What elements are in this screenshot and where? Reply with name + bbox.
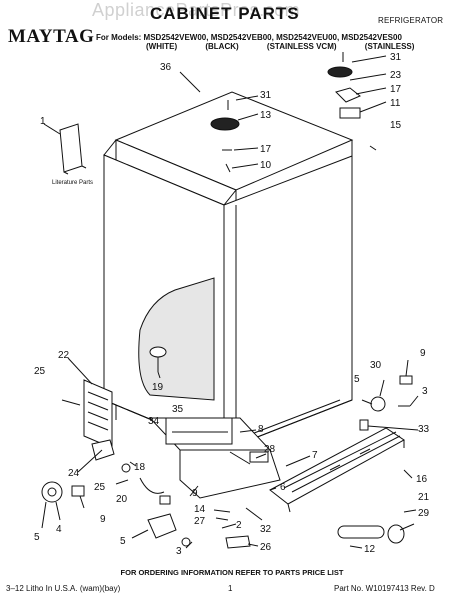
top-hinge-assembly	[210, 52, 377, 173]
callout-3-lower: 3	[176, 546, 182, 557]
literature-parts	[59, 123, 87, 175]
callout-12: 12	[364, 544, 376, 555]
models-line: For Models: MSD2542VEW00, MSD2542VEB00, …	[96, 33, 402, 42]
callout-18: 18	[134, 462, 146, 473]
callout-5-left: 5	[34, 532, 40, 543]
callout-24: 24	[68, 468, 80, 479]
callout-27: 27	[194, 516, 206, 527]
callout-31-top: 31	[390, 52, 402, 63]
literature-label: Literature Parts	[52, 180, 93, 186]
callout-30: 30	[370, 360, 382, 371]
callout-17-top: 17	[390, 84, 402, 95]
category-label: REFRIGERATOR	[378, 16, 444, 25]
leveling-parts	[41, 439, 251, 549]
litho-note: 3–12 Litho In U.S.A. (wam)(bay)	[6, 584, 121, 593]
callout-2: 2	[236, 520, 242, 531]
drain-fitting	[149, 346, 167, 372]
callout-26: 26	[260, 542, 272, 553]
callout-34: 34	[148, 416, 160, 427]
page-title: CABINET PARTS	[150, 4, 300, 23]
callout-9-mid: 9	[192, 488, 198, 499]
variant-black: (BLACK)	[205, 42, 239, 51]
callout-21: 21	[418, 492, 430, 503]
grille-assembly	[269, 427, 405, 513]
brand-logo: MAYTAG	[8, 26, 95, 47]
callout-7: 7	[312, 450, 318, 461]
watermark: AppliancePartsPros.com	[92, 0, 301, 20]
callout-14: 14	[194, 504, 206, 515]
variant-stainless: (STAINLESS)	[364, 42, 415, 51]
callout-36: 36	[160, 62, 172, 73]
variants-line: (WHITE) (BLACK) (STAINLESS VCM) (STAINLE…	[146, 42, 440, 51]
callout-5-bottom: 5	[120, 536, 126, 547]
cabinet-body	[103, 91, 354, 451]
ordering-info: FOR ORDERING INFORMATION REFER TO PARTS …	[120, 568, 344, 577]
callout-9-lower: 9	[100, 514, 106, 525]
callout-1: 1	[40, 116, 46, 127]
callout-28: 28	[264, 444, 276, 455]
callout-16: 16	[416, 474, 428, 485]
callout-numbers: 36 31 13 17 10 31 23 17 11 15 1 22 25 19…	[34, 52, 430, 557]
callout-15: 15	[390, 120, 402, 131]
callout-23: 23	[390, 70, 402, 81]
lower-compartment	[139, 417, 281, 499]
callout-25: 25	[34, 366, 46, 377]
right-hinge-parts	[337, 375, 413, 544]
callout-5: 5	[354, 374, 360, 385]
side-vent-panel	[61, 379, 113, 449]
callout-25-lower: 25	[94, 482, 106, 493]
callout-4: 4	[56, 524, 62, 535]
callout-8: 8	[258, 424, 264, 435]
variant-stainless-vcm: (STAINLESS VCM)	[266, 42, 337, 51]
callout-22: 22	[58, 350, 70, 361]
callout-10: 10	[260, 160, 272, 171]
callout-20: 20	[116, 494, 128, 505]
callout-17: 17	[260, 144, 272, 155]
callout-6: 6	[280, 482, 286, 493]
page-number: 1	[228, 584, 233, 593]
callout-9: 9	[420, 348, 426, 359]
part-number: Part No. W10197413 Rev. D	[334, 584, 435, 593]
callout-11: 11	[390, 98, 401, 109]
callout-35: 35	[172, 404, 184, 415]
callout-31: 31	[260, 90, 272, 101]
leader-lines	[41, 55, 419, 549]
variant-white: (WHITE)	[146, 42, 178, 51]
callout-33: 33	[418, 424, 430, 435]
callout-13: 13	[260, 110, 272, 121]
callout-19: 19	[152, 382, 164, 393]
callout-29: 29	[418, 508, 430, 519]
callout-32: 32	[260, 524, 272, 535]
callout-3: 3	[422, 386, 428, 397]
